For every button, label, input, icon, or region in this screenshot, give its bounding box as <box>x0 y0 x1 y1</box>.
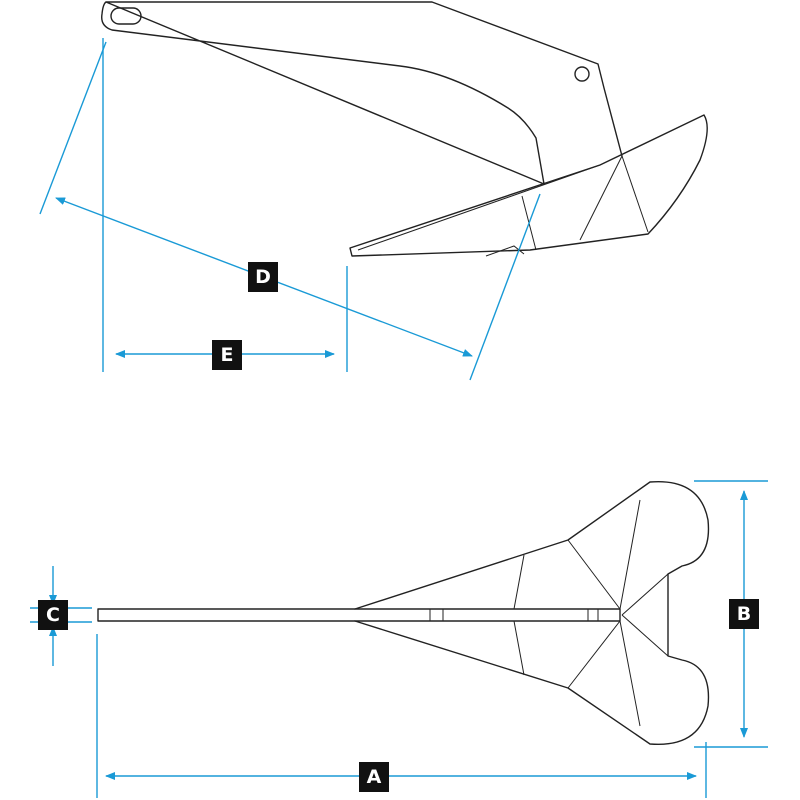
shackle-slot-outline <box>110 7 142 25</box>
anchor-shank-outline <box>101 1 623 185</box>
top-shank-outline <box>97 608 621 622</box>
side-view-dimensions <box>39 38 541 381</box>
anchor-side-view <box>101 1 708 257</box>
label-d: D <box>248 262 278 292</box>
pivot-hole-outline <box>574 66 590 82</box>
extension-line-shank-right <box>469 193 541 381</box>
anchor-top-view <box>97 480 710 746</box>
top-fluke-outline <box>354 480 710 746</box>
fluke-fold-lines <box>357 155 649 257</box>
label-b: B <box>729 599 759 629</box>
extension-line-shank-left <box>39 41 107 215</box>
anchor-fluke-outline <box>349 114 708 257</box>
label-c: C <box>38 600 68 630</box>
top-view-dimensions <box>30 480 768 798</box>
top-fluke-fold-lines <box>429 499 669 727</box>
label-a: A <box>359 762 389 792</box>
label-e: E <box>212 340 242 370</box>
